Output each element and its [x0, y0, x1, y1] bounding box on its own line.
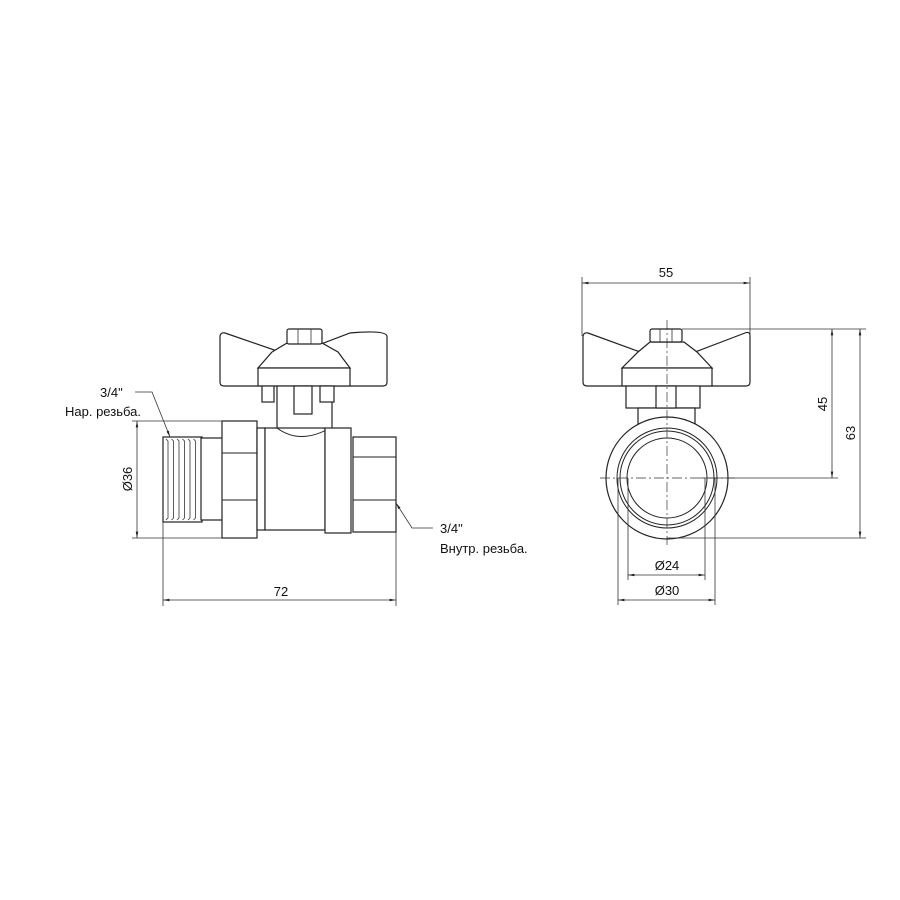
dimension-height-45: 45: [682, 328, 866, 479]
front-view-valve: [582, 320, 751, 545]
thread-ridge: [171, 438, 174, 521]
female-thread-size: 3/4": [440, 521, 463, 536]
male-thread-label: Нар. резьба.: [65, 404, 141, 419]
female-thread-callout: 3/4" Внутр. резьба.: [395, 502, 528, 556]
height-45-label: 45: [815, 397, 830, 411]
diameter-30-label: Ø30: [655, 583, 680, 598]
dimension-diameter-36: Ø36: [120, 420, 222, 539]
female-hex: [352, 436, 397, 533]
female-thread-label: Внутр. резьба.: [440, 541, 528, 556]
male-thread: [162, 436, 203, 523]
thread-ridge: [165, 438, 169, 521]
dimension-diameter-24: Ø24: [627, 478, 706, 580]
diameter-36-label: Ø36: [120, 467, 135, 492]
dimension-length-72: 72: [162, 522, 397, 606]
thread-ridge: [187, 438, 191, 521]
thread-ridge: [176, 438, 180, 521]
height-63-label: 63: [843, 426, 858, 440]
dimension-height-63: 63: [667, 329, 866, 539]
diameter-24-label: Ø24: [655, 558, 680, 573]
dimension-diameter-30: Ø30: [617, 478, 716, 605]
dimension-width-55: 55: [581, 265, 751, 336]
male-thread-callout: 3/4" Нар. резьба.: [65, 385, 171, 438]
union-nut: [221, 420, 258, 539]
thread-ridge: [193, 438, 196, 521]
handle-nut: [286, 328, 323, 345]
length-72-label: 72: [274, 584, 288, 599]
male-thread-size: 3/4": [100, 385, 123, 400]
side-view-valve: [162, 328, 397, 539]
width-55-label: 55: [659, 265, 673, 280]
valve-body: [264, 427, 326, 531]
thread-ridge: [182, 438, 185, 521]
